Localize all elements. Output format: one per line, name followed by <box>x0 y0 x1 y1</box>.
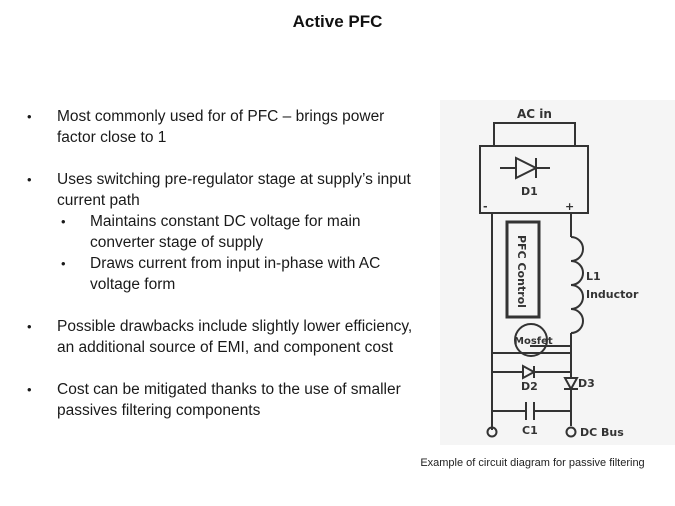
bullet-text: Cost can be mitigated thanks to the use … <box>57 381 401 419</box>
sub-bullet-item: Maintains constant DC voltage for main c… <box>57 211 422 253</box>
d2-label: D2 <box>521 380 538 393</box>
mosfet-label: Mosfet <box>514 336 553 347</box>
diagram-caption: Example of circuit diagram for passive f… <box>420 457 645 469</box>
d1-diode-icon <box>515 156 539 180</box>
inductor-label: Inductor <box>586 288 639 301</box>
pfc-control-label: PFC Control <box>515 235 528 308</box>
diagram-background <box>440 100 675 445</box>
sub-bullet-text: Maintains constant DC voltage for main c… <box>90 213 361 251</box>
d3-diode-icon <box>563 377 579 392</box>
terminal-negative-icon <box>486 426 498 438</box>
terminal-dc-bus-icon <box>565 426 577 438</box>
d1-label: D1 <box>521 185 538 198</box>
d3-label: D3 <box>578 377 595 390</box>
sub-bullet-item: Draws current from input in-phase with A… <box>57 253 422 295</box>
ac-input-wire <box>493 122 576 146</box>
plus-label: + <box>565 200 574 213</box>
ac-in-label: AC in <box>517 107 552 121</box>
d2-diode-icon <box>522 364 537 380</box>
minus-label: - <box>483 200 488 213</box>
c1-label: C1 <box>522 424 538 437</box>
bullet-text: Most commonly used for of PFC – brings p… <box>57 108 385 146</box>
l1-label: L1 <box>586 270 601 283</box>
pfc-control-box <box>505 220 541 319</box>
bullet-text: Uses switching pre-regulator stage at su… <box>57 171 411 209</box>
rectifier-box <box>479 145 589 214</box>
bullet-text: Possible drawbacks include slightly lowe… <box>57 318 413 356</box>
dc-bus-label: DC Bus <box>580 426 624 439</box>
circuit-svg: AC in D1 - + PFC Control L1 Inductor Mos… <box>440 100 675 445</box>
bullet-item: Cost can be mitigated thanks to the use … <box>22 379 422 421</box>
sub-bullet-list: Maintains constant DC voltage for main c… <box>57 211 422 295</box>
bullet-list: Most commonly used for of PFC – brings p… <box>22 106 422 442</box>
mosfet-icon <box>514 323 548 357</box>
bullet-item: Possible drawbacks include slightly lowe… <box>22 316 422 358</box>
pfc-circuit-diagram: AC in D1 - + PFC Control L1 Inductor Mos… <box>440 100 675 445</box>
bullet-item: Most commonly used for of PFC – brings p… <box>22 106 422 148</box>
sub-bullet-text: Draws current from input in-phase with A… <box>90 255 381 293</box>
bullet-item: Uses switching pre-regulator stage at su… <box>22 169 422 295</box>
inductor-coil-icon <box>570 236 584 334</box>
slide-title: Active PFC <box>292 12 383 31</box>
